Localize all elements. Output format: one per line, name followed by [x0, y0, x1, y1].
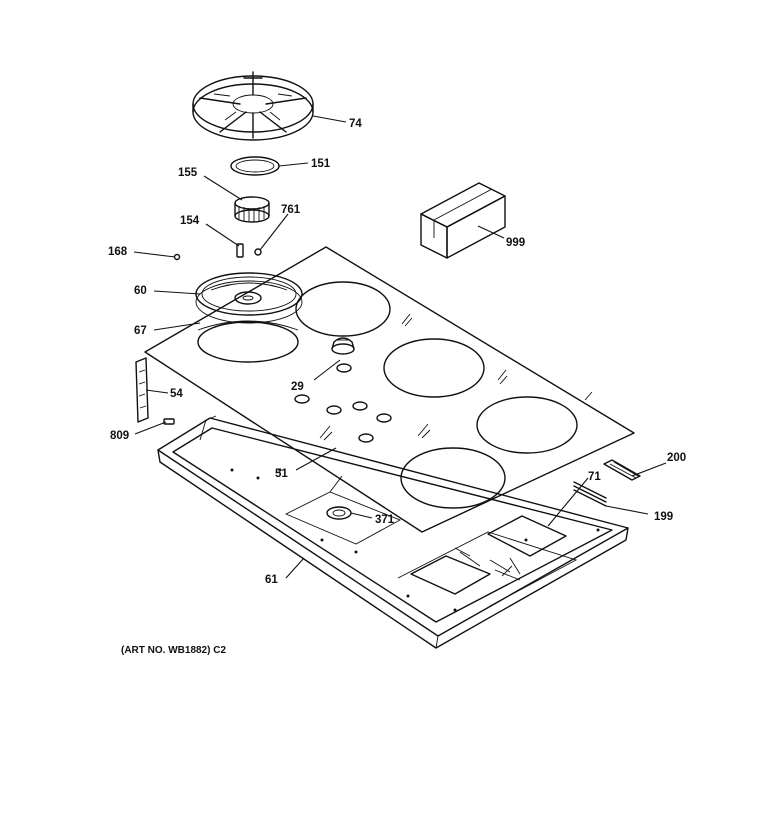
part-label-74: 74 [349, 118, 362, 130]
burner-head [234, 196, 270, 223]
cooktop-glass [144, 246, 635, 533]
igniter-switch [331, 337, 355, 355]
part-label-29: 29 [291, 381, 304, 393]
part-label-71: 71 [588, 471, 601, 483]
element-right-rear [476, 396, 578, 454]
burner-box [157, 415, 629, 649]
part-label-60: 60 [134, 285, 147, 297]
carton [420, 182, 506, 259]
burner-cap-ring [230, 156, 280, 176]
part-label-761: 761 [281, 204, 301, 216]
orifice [236, 243, 244, 258]
screw [254, 248, 262, 256]
part-labels: 74 151 155 154 761 168 60 67 29 54 809 9… [108, 118, 686, 586]
part-label-54: 54 [170, 388, 183, 400]
part-label-199: 199 [654, 511, 673, 523]
part-label-67: 67 [134, 325, 147, 337]
part-label-151: 151 [311, 158, 331, 170]
bracket-screw [163, 418, 175, 425]
part-label-51: 51 [275, 468, 288, 480]
part-label-999: 999 [506, 237, 525, 249]
leader-lines [133, 115, 667, 579]
gasket [197, 320, 299, 363]
part-label-154: 154 [180, 215, 200, 227]
part-label-61: 61 [265, 574, 278, 586]
terminal-block [603, 459, 641, 481]
burner-bowl [195, 272, 303, 324]
element-center [383, 338, 485, 398]
part-label-200: 200 [667, 452, 686, 464]
part-label-168: 168 [108, 246, 128, 258]
part-label-371: 371 [375, 514, 395, 526]
wire-harness [573, 481, 607, 507]
side-bracket [135, 357, 149, 423]
element-front [400, 447, 506, 509]
element-left-rear [295, 281, 391, 337]
burner-grate [192, 71, 314, 141]
part-label-809: 809 [110, 430, 129, 442]
burner-mount [326, 506, 352, 520]
screw-168 [173, 253, 181, 261]
part-label-155: 155 [178, 167, 198, 179]
art-number-caption: (ART NO. WB1882) C2 [121, 645, 226, 656]
